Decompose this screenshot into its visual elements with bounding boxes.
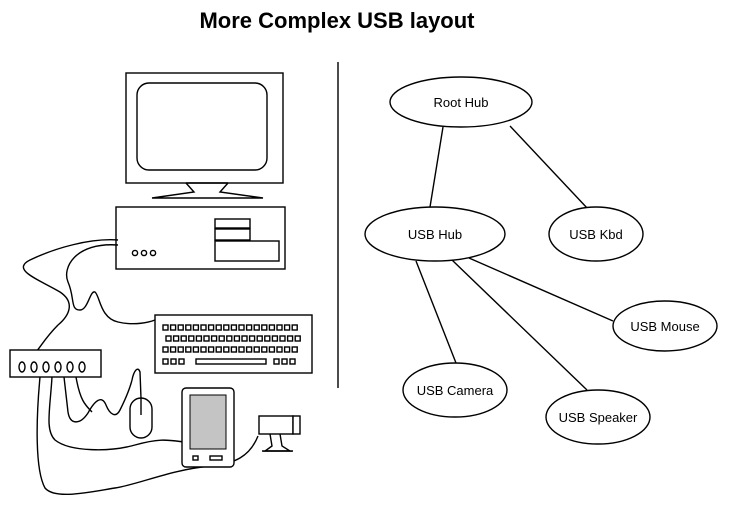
node-kbd-label: USB Kbd: [569, 227, 622, 242]
computer-illustration: [115, 206, 286, 270]
webcam-illustration: [258, 415, 301, 452]
node-mouse: USB Mouse: [612, 300, 718, 352]
node-camera-ellipse: [402, 362, 508, 418]
node-mouse-label: USB Mouse: [630, 319, 699, 334]
node-camera: USB Camera: [402, 362, 508, 418]
edge-root-hub: [429, 126, 444, 208]
graph-edges: [415, 125, 614, 391]
node-kbd: USB Kbd: [548, 206, 644, 262]
pda-illustration: [181, 387, 235, 468]
node-mouse-ellipse: [612, 300, 718, 352]
usb-hub-illustration: [9, 349, 102, 378]
node-root-label: Root Hub: [434, 95, 489, 110]
node-speaker: USB Speaker: [545, 389, 651, 445]
node-hub-label: USB Hub: [408, 227, 462, 242]
node-speaker-label: USB Speaker: [559, 410, 638, 425]
edge-hub-speaker: [451, 259, 588, 391]
edge-hub-mouse: [468, 257, 614, 322]
node-kbd-ellipse: [548, 206, 644, 262]
node-camera-label: USB Camera: [417, 383, 494, 398]
hardware-illustration: [9, 72, 313, 495]
node-speaker-ellipse: [545, 389, 651, 445]
edge-root-kbd: [509, 125, 589, 210]
node-hub-ellipse: [364, 206, 506, 262]
node-root-ellipse: [389, 76, 533, 128]
edge-hub-camera: [415, 260, 457, 364]
cables-illustration: [22, 239, 259, 495]
monitor-illustration: [125, 72, 284, 199]
node-hub: USB Hub: [364, 206, 506, 262]
diagram-title: More Complex USB layout: [199, 8, 475, 33]
node-root: Root Hub: [389, 76, 533, 128]
mouse-illustration: [129, 397, 153, 439]
keyboard-illustration: [154, 314, 313, 374]
